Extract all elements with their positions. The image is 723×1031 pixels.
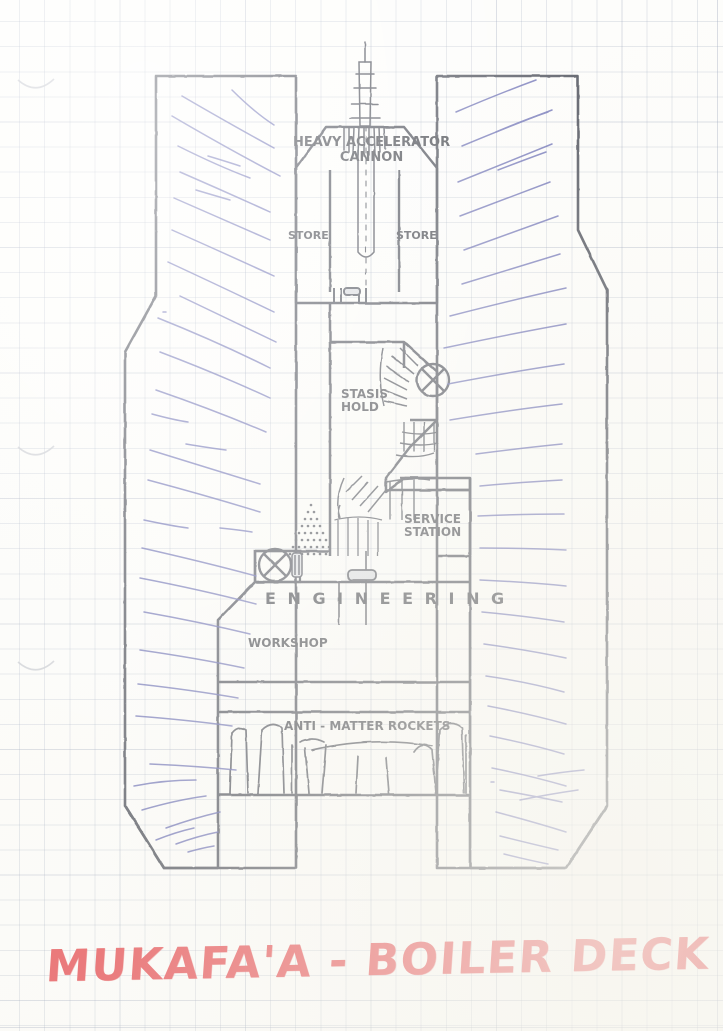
label-line1: WORKSHOP (248, 636, 328, 650)
label-line1: E N G I N E E R I N G (265, 589, 508, 608)
label-line1: HEAVY ACCELERATOR (293, 135, 451, 150)
label-line2: STATION (404, 525, 462, 540)
label-store-port: STORE (288, 229, 329, 242)
label-engineering: E N G I N E E R I N G (265, 590, 507, 608)
label-service-station: SERVICE STATION (404, 512, 462, 540)
label-line2: HOLD (341, 400, 379, 415)
label-line1: STORE (396, 229, 437, 242)
label-line1: STASIS (341, 387, 388, 401)
label-line1: ANTI - MATTER ROCKETS (284, 719, 451, 733)
label-line2: CANNON (339, 149, 404, 165)
label-heavy-accelerator-cannon: HEAVY ACCELERATOR CANNON (293, 135, 451, 165)
label-workshop: WORKSHOP (248, 636, 328, 650)
label-anti-matter-rockets: ANTI - MATTER ROCKETS (284, 719, 451, 733)
label-line1: STORE (288, 229, 329, 242)
label-line1: SERVICE (404, 512, 461, 526)
label-stasis-hold: STASIS HOLD (341, 387, 388, 415)
label-store-starboard: STORE (396, 229, 437, 242)
